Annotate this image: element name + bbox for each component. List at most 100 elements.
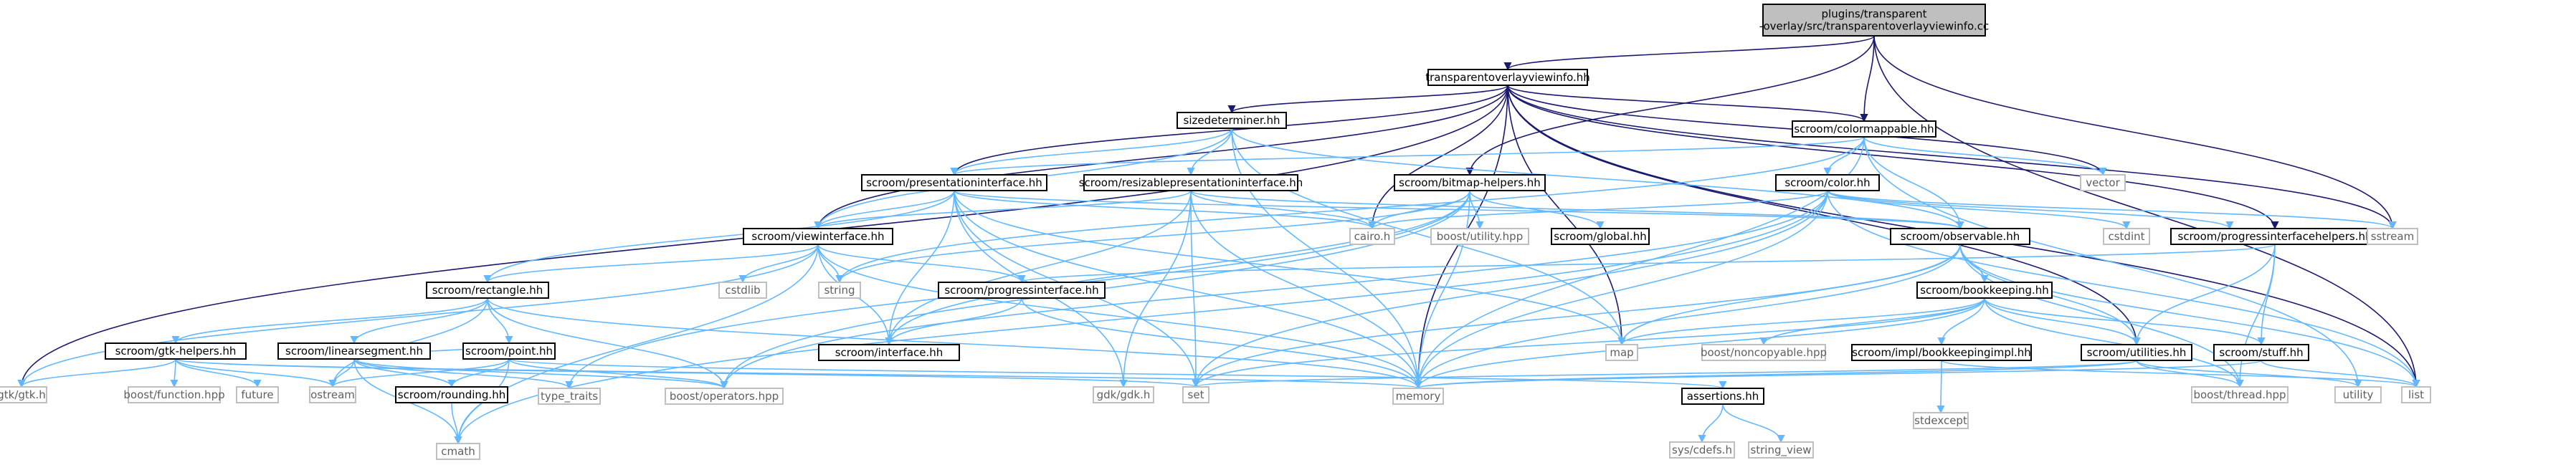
edge-viewint-to-rectangle (483, 244, 819, 284)
node-bookkeeping[interactable]: scroom/bookkeeping.hh (1916, 282, 2053, 299)
node-sizedet[interactable]: sizedeterminer.hh (1177, 112, 1287, 129)
node-label-point: scroom/point.hh (465, 345, 553, 358)
node-operators: boost/operators.hpp (665, 388, 784, 405)
edge-viewint-to-cstdlib (738, 244, 819, 284)
edge-root-to-sstream (1873, 35, 2397, 230)
edge-progresshelpers-to-progressint (1018, 244, 2276, 284)
node-box-memory (1392, 388, 1444, 405)
node-color[interactable]: scroom/color.hh (1775, 174, 1880, 191)
node-future: future (236, 386, 279, 403)
node-bkimpl[interactable]: scroom/impl/bookkeepingimpl.hh (1851, 344, 2032, 361)
node-typetraits: type_traits (538, 388, 601, 405)
node-box-linseg (277, 342, 431, 360)
node-colormap[interactable]: scroom/colormappable.hh (1792, 120, 1936, 138)
node-label-interface: scroom/interface.hh (835, 346, 944, 359)
node-label-presint: scroom/presentationinterface.hh (866, 176, 1042, 189)
node-box-set (1182, 386, 1209, 403)
node-memory: memory (1392, 388, 1444, 405)
node-respres[interactable]: scroom/resizablepresentationinterface.hh (1079, 174, 1303, 191)
node-box-gtkgtk (0, 386, 47, 403)
node-label-bkimpl: scroom/impl/bookkeepingimpl.hh (1852, 346, 2031, 359)
node-assertions[interactable]: assertions.hh (1681, 388, 1764, 405)
edge-color-to-set (1192, 190, 1828, 388)
edge-bitmap-to-interface (885, 190, 1470, 346)
node-layer: plugins/transparent-overlay/src/transpar… (0, 4, 2431, 460)
node-box-typetraits (538, 388, 601, 405)
node-rectangle[interactable]: scroom/rectangle.hh (426, 282, 549, 299)
edge-presint-to-rectangle (483, 190, 955, 284)
node-box-list (2401, 386, 2431, 403)
node-progressint[interactable]: scroom/progressinterface.hh (938, 282, 1106, 299)
edge-point-to-rounding (447, 358, 510, 388)
node-gtkgtk: gtk/gtk.h (0, 386, 47, 403)
node-label-map: map (1610, 346, 1633, 359)
node-cstdint: cstdint (2103, 228, 2150, 245)
node-box-future (236, 386, 279, 403)
edge-rounding-to-cmath (451, 402, 462, 445)
node-global[interactable]: scroom/global.hh (1551, 228, 1650, 245)
node-viewint[interactable]: scroom/viewinterface.hh (743, 228, 893, 245)
node-boostfunc: boost/function.hpp (123, 386, 225, 403)
edge-bookkeeping-to-map (1617, 297, 1985, 346)
edge-bitmap-to-string (835, 190, 1470, 284)
edge-point-to-ostream (328, 358, 510, 388)
edge-gtkhelpers-to-ostream (175, 358, 337, 388)
edge-bookkeeping-to-memory (1414, 297, 1985, 390)
edge-bookkeeping-to-utilities (1984, 297, 2141, 346)
node-progresshelpers[interactable]: scroom/progressinterfacehelpers.hh (2170, 228, 2380, 245)
node-box-noncopy (1701, 344, 1826, 361)
node-label-progressint: scroom/progressinterface.hh (944, 284, 1098, 297)
node-box-rectangle (426, 282, 549, 299)
node-bitmap[interactable]: scroom/bitmap-helpers.hh (1394, 174, 1546, 191)
node-box-stdexcept (1913, 412, 1969, 429)
node-label-gtkgtk: gtk/gtk.h (0, 388, 46, 401)
node-label-syscdefs: sys/cdefs.h (1672, 444, 1732, 456)
edge-tovi-to-colormap (1507, 85, 1868, 123)
node-label-boostfunc: boost/function.hpp (123, 388, 224, 401)
node-box-viewint (743, 228, 893, 245)
node-box-sstream (2367, 228, 2418, 245)
edge-gtkhelpers-to-future (175, 358, 262, 388)
node-syscdefs: sys/cdefs.h (1669, 441, 1735, 459)
node-map: map (1605, 344, 1638, 361)
edge-observable-to-memory (1414, 244, 1961, 390)
edge-colormap-to-string (835, 136, 1865, 284)
node-root: plugins/transparent-overlay/src/transpar… (1759, 4, 1989, 37)
node-observable[interactable]: scroom/observable.hh (1890, 228, 2030, 245)
node-point[interactable]: scroom/point.hh (462, 342, 556, 360)
node-label-list: list (2408, 388, 2424, 401)
node-stringview: string_view (1748, 441, 1814, 459)
node-box-bkimpl (1851, 344, 2032, 361)
edge-tovi-to-map (1507, 85, 1626, 346)
node-label-memory: memory (1396, 390, 1441, 403)
node-label-colormap: scroom/colormappable.hh (1794, 123, 1934, 135)
node-box-vector (2080, 174, 2126, 191)
node-linseg[interactable]: scroom/linearsegment.hh (277, 342, 431, 360)
node-presint[interactable]: scroom/presentationinterface.hh (861, 174, 1047, 191)
node-label-bitmap: scroom/bitmap-helpers.hh (1399, 176, 1541, 189)
edge-tovi-to-progresshelpers (1507, 85, 2279, 230)
node-box-bitmap (1394, 174, 1546, 191)
node-box-ostream (309, 386, 356, 403)
edge-presint-to-memory (954, 190, 1422, 390)
edge-gtkhelpers-to-set (175, 358, 1199, 388)
edge-presint-to-cairo (954, 190, 1377, 230)
edge-color-to-list (1827, 190, 2420, 388)
edge-bookkeeping-to-set (1192, 297, 1985, 388)
node-interface[interactable]: scroom/interface.hh (818, 344, 960, 361)
edge-presint-to-viewint (814, 190, 955, 230)
edge-tovi-to-utilities (1507, 85, 2141, 346)
edge-viewint-to-gtkgtk (17, 244, 819, 388)
edge-gtkhelpers-to-gtkgtk (17, 358, 176, 388)
edge-utilities-to-thread (2136, 360, 2244, 388)
node-utilities[interactable]: scroom/utilities.hh (2081, 344, 2192, 361)
edge-tovi-to-cairo (1368, 85, 1508, 230)
node-rounding[interactable]: scroom/rounding.hh (395, 386, 508, 403)
node-label-noncopy: boost/noncopyable.hpp (1701, 346, 1827, 359)
node-box-operators (665, 388, 784, 405)
node-tovi[interactable]: transparentoverlayviewinfo.hh (1425, 69, 1590, 86)
edge-color-to-operators (720, 190, 1828, 390)
node-stuff[interactable]: scroom/stuff.hh (2213, 344, 2309, 361)
node-gtkhelpers[interactable]: scroom/gtk-helpers.hh (105, 342, 247, 360)
